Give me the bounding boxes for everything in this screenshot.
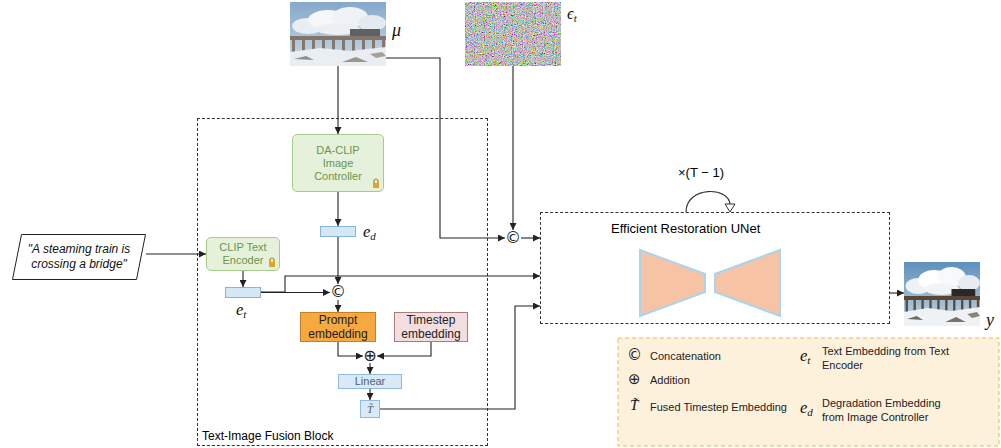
flow-arrow xyxy=(261,276,540,292)
legend-symbol: © xyxy=(627,346,642,364)
restoration-unet: Efficient Restoration UNet xyxy=(540,212,890,324)
legend-text: Concatenation xyxy=(650,349,790,363)
legend-text: Addition xyxy=(650,373,790,387)
flow-arrow xyxy=(369,363,370,374)
fused-timestep-box: T̃ xyxy=(360,400,380,418)
legend-text: Fused Timestep Embedding xyxy=(650,400,790,414)
legend-symbol: ed xyxy=(800,398,813,418)
text-encoder: CLIP Text Encoder xyxy=(206,237,280,271)
text-embedding: et xyxy=(225,287,261,298)
node-text: CLIP Text Encoder xyxy=(215,241,271,267)
legend-text: Text Embedding from Text Encoder xyxy=(822,344,952,372)
lock-body xyxy=(373,183,379,188)
flow-arrow xyxy=(369,389,370,400)
input-picture xyxy=(290,2,386,66)
flow-arrow xyxy=(512,66,513,230)
lock-shackle xyxy=(270,258,274,262)
flow-arrow xyxy=(380,306,540,409)
node-label: μ xyxy=(392,20,401,41)
flow-arrow xyxy=(337,237,338,284)
node-text: DA-CLIP Image Controller xyxy=(307,144,369,183)
noise-image: ϵt xyxy=(465,2,561,66)
flow-arrow xyxy=(890,292,904,293)
prompt-embedding: Prompt embedding xyxy=(300,312,376,342)
lock-body xyxy=(269,262,275,267)
output-image: y xyxy=(904,262,980,326)
parallelogram-shape xyxy=(13,235,146,280)
node-text: ⊕ xyxy=(363,348,376,364)
concat-symbol: © xyxy=(330,284,346,300)
concat-symbol: © xyxy=(505,230,521,246)
legend-symbol: T̃ xyxy=(630,397,638,414)
node-text: Linear xyxy=(355,375,386,388)
node-label: Text-Image Fusion Block xyxy=(202,429,333,443)
node-text: Prompt embedding xyxy=(304,313,372,341)
flow-arrow xyxy=(338,342,363,356)
noise-picture xyxy=(465,2,561,66)
node-label: ϵt xyxy=(567,4,577,24)
node-label: Efficient Restoration UNet xyxy=(611,221,760,236)
node-label: y xyxy=(986,310,994,331)
node-text: "A steaming train is crossing a bridge" xyxy=(24,242,134,272)
linear-layer: Linear xyxy=(338,374,402,389)
lock-icon xyxy=(268,257,276,267)
fusion-block: Text-Image Fusion Block DA-CLIP Image Con… xyxy=(197,118,488,446)
flow-arrow xyxy=(337,300,338,312)
legend-symbol: ⊕ xyxy=(628,370,641,388)
degradation-embedding: ed xyxy=(320,226,356,237)
node-text: Timestep embedding xyxy=(398,313,464,341)
node-label: ed xyxy=(363,222,376,242)
addition-symbol: ⊕ xyxy=(363,349,377,363)
input-image: μ xyxy=(290,2,386,66)
loop-arrow xyxy=(686,192,735,212)
lock-icon xyxy=(372,178,380,188)
legend-symbol: et xyxy=(800,346,810,366)
loop-count: ×(T − 1) xyxy=(678,165,724,180)
node-text: © xyxy=(505,230,521,246)
node-text: © xyxy=(330,284,346,300)
node-label: et xyxy=(236,300,246,320)
node-text: T̃ xyxy=(367,403,373,416)
output-picture xyxy=(904,262,980,326)
unet-hourglass xyxy=(640,250,780,316)
flow-arrow xyxy=(242,271,243,287)
flow-arrow xyxy=(337,66,338,134)
timestep-embedding: Timestep embedding xyxy=(394,312,468,342)
legend-text: Degradation Embedding from Image Control… xyxy=(822,396,952,424)
lock-shackle xyxy=(374,179,378,183)
flow-arrow xyxy=(377,342,431,356)
legend-panel xyxy=(618,338,999,446)
image-controller: DA-CLIP Image Controller xyxy=(292,134,384,192)
flow-arrow xyxy=(521,237,540,238)
prompt-text: "A steaming train is crossing a bridge" xyxy=(12,234,146,280)
flow-arrow xyxy=(337,192,338,226)
